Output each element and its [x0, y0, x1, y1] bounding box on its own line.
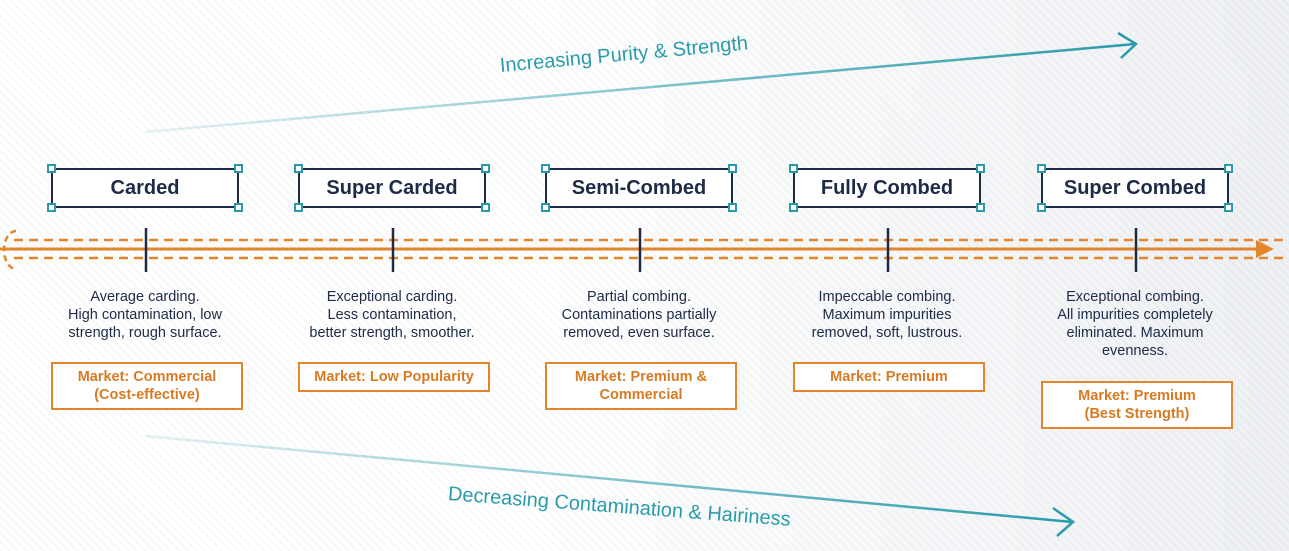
corner-handle [47, 164, 56, 173]
description-line: Impeccable combing. [818, 289, 956, 305]
stage-carded: Carded Average carding. High contaminati… [45, 0, 285, 551]
stage-title: Semi-Combed [571, 176, 707, 199]
stage-title-box: Semi-Combed [541, 164, 737, 212]
corner-handle [541, 164, 550, 173]
stage-semi-combed: Semi-Combed Partial combing. Contaminati… [539, 0, 779, 551]
stage-super-carded: Super Carded Exceptional carding. Less c… [292, 0, 532, 551]
description-line: removed, soft, lustrous. [811, 325, 963, 341]
market-line: Market: Premium & [574, 369, 708, 385]
market-line: Market: Low Popularity [314, 369, 474, 385]
stage-title-box: Carded [47, 164, 243, 212]
stage-title: Super Combed [1063, 176, 1207, 199]
corner-handle [728, 164, 737, 173]
market-line: Market: Premium [830, 369, 948, 385]
corner-handle [976, 164, 985, 173]
description-line: Exceptional combing. [1066, 289, 1204, 305]
corner-handle [294, 203, 303, 212]
description-line: Contaminations partially [561, 307, 717, 323]
market-badge: Market: Premium [793, 362, 985, 392]
description-line: Partial combing. [587, 289, 691, 305]
corner-handle [1037, 164, 1046, 173]
corner-handle [481, 203, 490, 212]
stage-description: Exceptional carding. Less contamination,… [292, 288, 492, 342]
description-line: All impurities completely [1057, 307, 1213, 323]
description-line: eliminated. Maximum [1066, 325, 1204, 341]
description-line: Maximum impurities [822, 307, 952, 323]
description-line: Average carding. [90, 289, 200, 305]
stage-fully-combed: Fully Combed Impeccable combing. Maximum… [787, 0, 1027, 551]
stage-title: Super Carded [326, 176, 458, 199]
corner-handle [789, 203, 798, 212]
corner-handle [541, 203, 550, 212]
decreasing-arrow-line [144, 434, 1073, 524]
timeline-arrowhead [1256, 240, 1274, 258]
stage-description: Average carding. High contamination, low… [45, 288, 245, 342]
description-line: better strength, smoother. [309, 325, 475, 341]
stage-description: Exceptional combing. All impurities comp… [1035, 288, 1235, 360]
stage-description: Impeccable combing. Maximum impurities r… [787, 288, 987, 342]
corner-handle [1224, 203, 1233, 212]
increasing-arrow-line [144, 42, 1136, 134]
market-badge: Market: Low Popularity [298, 362, 490, 392]
description-line: Less contamination, [327, 307, 457, 323]
stage-super-combed: Super Combed Exceptional combing. All im… [1035, 0, 1275, 551]
stage-description: Partial combing. Contaminations partiall… [539, 288, 739, 342]
description-line: Exceptional carding. [326, 289, 458, 305]
stage-title-box: Super Combed [1037, 164, 1233, 212]
corner-handle [1224, 164, 1233, 173]
description-line: strength, rough surface. [68, 325, 222, 341]
corner-handle [234, 164, 243, 173]
stage-title-box: Super Carded [294, 164, 490, 212]
market-line: (Cost-effective) [94, 387, 200, 403]
corner-handle [728, 203, 737, 212]
market-badge: Market: Commercial (Cost-effective) [51, 362, 243, 410]
corner-handle [234, 203, 243, 212]
market-badge: Market: Premium & Commercial [545, 362, 737, 410]
description-line: removed, even surface. [563, 325, 715, 341]
corner-handle [294, 164, 303, 173]
corner-handle [1037, 203, 1046, 212]
stage-title: Fully Combed [820, 176, 954, 199]
market-line: Market: Commercial [77, 369, 217, 385]
description-line: High contamination, low [68, 307, 222, 323]
corner-handle [789, 164, 798, 173]
corner-handle [47, 203, 56, 212]
description-line: evenness. [1101, 343, 1169, 359]
market-line: (Best Strength) [1084, 406, 1190, 422]
market-line: Market: Premium [1078, 388, 1196, 404]
market-line: Commercial [599, 387, 683, 403]
increasing-arrowhead [1117, 31, 1139, 59]
stage-title-box: Fully Combed [789, 164, 985, 212]
corner-handle [481, 164, 490, 173]
decreasing-arrowhead [1052, 506, 1076, 537]
stage-title: Carded [110, 176, 180, 199]
market-badge: Market: Premium (Best Strength) [1041, 381, 1233, 429]
corner-handle [976, 203, 985, 212]
